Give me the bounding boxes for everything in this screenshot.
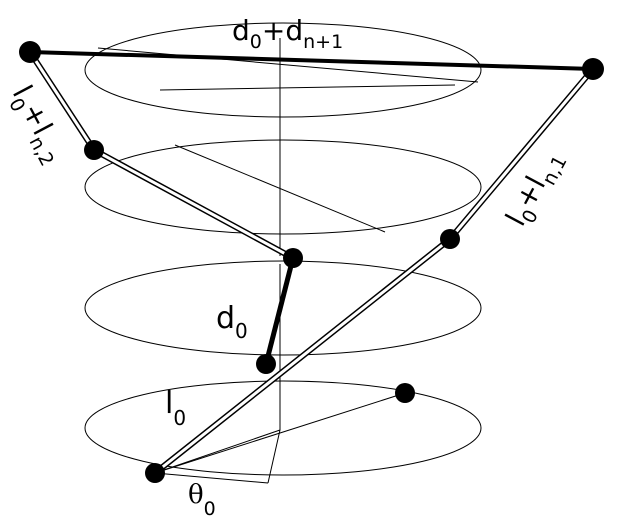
label-top-distance-sub: n+1 [303, 31, 343, 53]
svg-text:d0+dn+1: d0+dn+1 [232, 14, 343, 53]
node-bottom-right [395, 383, 415, 403]
left-rod [27, 50, 295, 261]
label-left-length: l0+ln,2 [1, 80, 74, 170]
svg-text:l0+ln,2: l0+ln,2 [1, 80, 74, 170]
label-angle-base: θ [188, 480, 204, 510]
bottom-disk-base [154, 472, 269, 484]
svg-text:l0+ln,1: l0+ln,1 [499, 144, 572, 234]
node-center-upper [283, 248, 303, 268]
label-bottom-length-base: l [165, 386, 173, 421]
node-left-mid [84, 140, 104, 160]
middle-distance-line [263, 257, 296, 365]
label-middle-distance-sub: 0 [235, 319, 248, 343]
bottom-axis-foot [267, 429, 281, 484]
node-top-left [19, 41, 41, 63]
label-top-distance: d0+dn+1 [232, 14, 343, 53]
label-angle: θ0 [188, 480, 216, 520]
label-middle-distance: d0 [216, 301, 248, 343]
node-right-mid [440, 229, 460, 249]
disk-bottom [84, 380, 482, 476]
label-top-distance-base: d [232, 14, 250, 47]
node-center-lower [256, 354, 276, 374]
label-bottom-length: l0 [165, 386, 186, 430]
node-bottom-left [145, 463, 165, 483]
label-bottom-length-sub: 0 [173, 406, 186, 430]
label-right-length: l0+ln,1 [499, 144, 572, 234]
top-disk-chord-1 [97, 47, 479, 83]
label-top-distance-sub0: 0 [250, 31, 262, 53]
node-top-right [582, 58, 604, 80]
disk-lower-middle [84, 260, 482, 356]
top-disk-chord-2 [159, 84, 456, 91]
disk-upper-middle [84, 139, 482, 235]
label-top-distance-plus: +d [262, 14, 303, 47]
label-angle-sub: 0 [204, 498, 216, 520]
disk-top [84, 22, 482, 118]
bottom-disk-radius-2 [154, 392, 406, 474]
right-rod [153, 67, 596, 476]
label-middle-distance-base: d [216, 301, 235, 336]
upper-middle-chord [174, 144, 386, 233]
top-distance-line [29, 50, 594, 71]
